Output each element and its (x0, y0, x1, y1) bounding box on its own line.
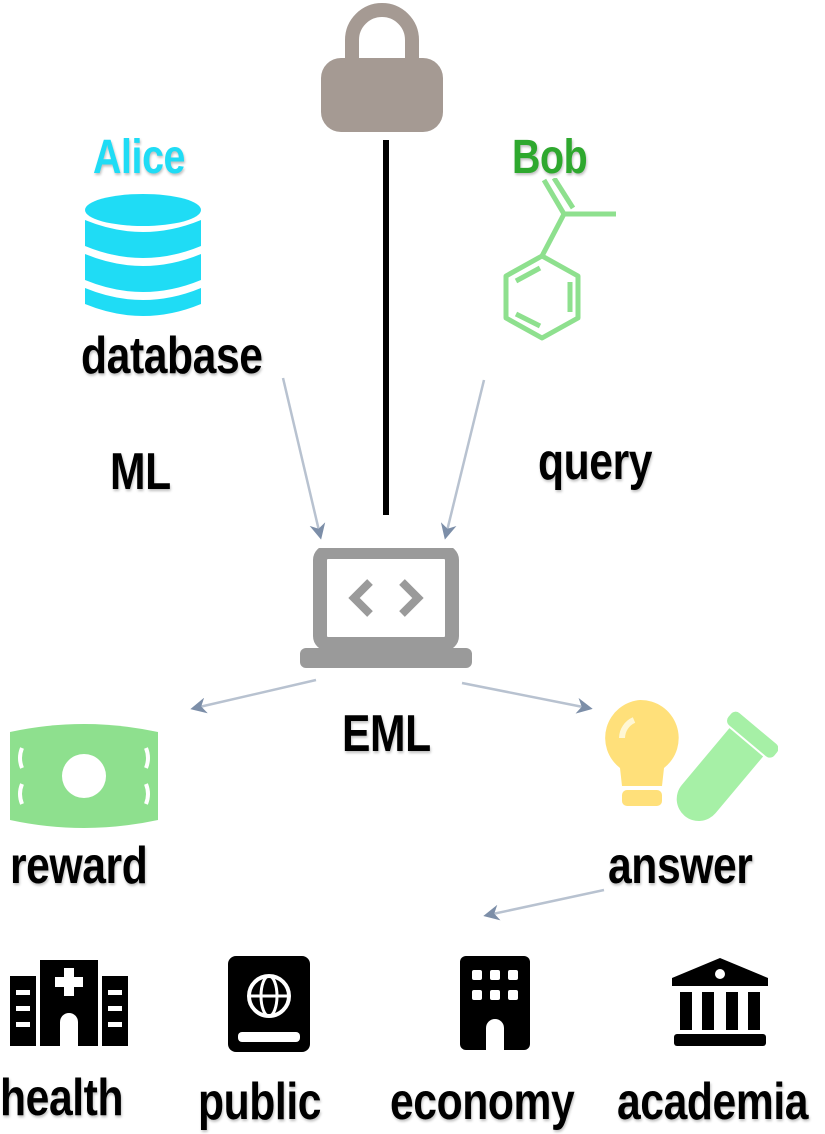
lock-icon (321, 3, 443, 132)
molecule-icon (503, 178, 616, 341)
domain-label-economy: economy (390, 1073, 575, 1131)
lightbulb-testtube-icon (605, 699, 778, 821)
domain-label-public: public (198, 1073, 322, 1131)
query-label: query (538, 433, 653, 491)
eml-label: EML (342, 705, 431, 763)
arrow-database-to-eml (281, 377, 326, 540)
building-icon (460, 956, 530, 1050)
university-icon (672, 958, 768, 1046)
database-icon (85, 194, 201, 316)
arrow-answer-to-domains (483, 888, 605, 921)
money-icon (10, 724, 158, 828)
domain-label-academia: academia (617, 1073, 809, 1131)
passport-icon (228, 956, 310, 1052)
reward-label: reward (10, 837, 148, 895)
ml-label: ML (110, 443, 171, 501)
domain-label-health: health (0, 1069, 124, 1127)
database-label: database (81, 327, 263, 385)
answer-label: answer (608, 837, 753, 895)
arrow-eml-to-answer (461, 681, 593, 714)
bob-name: Bob (512, 131, 588, 184)
alice-name: Alice (93, 131, 186, 184)
laptop-code-icon (300, 548, 472, 668)
arrow-query-to-eml (440, 379, 486, 540)
arrow-eml-to-reward (190, 678, 317, 714)
hospital-icon (10, 960, 128, 1046)
